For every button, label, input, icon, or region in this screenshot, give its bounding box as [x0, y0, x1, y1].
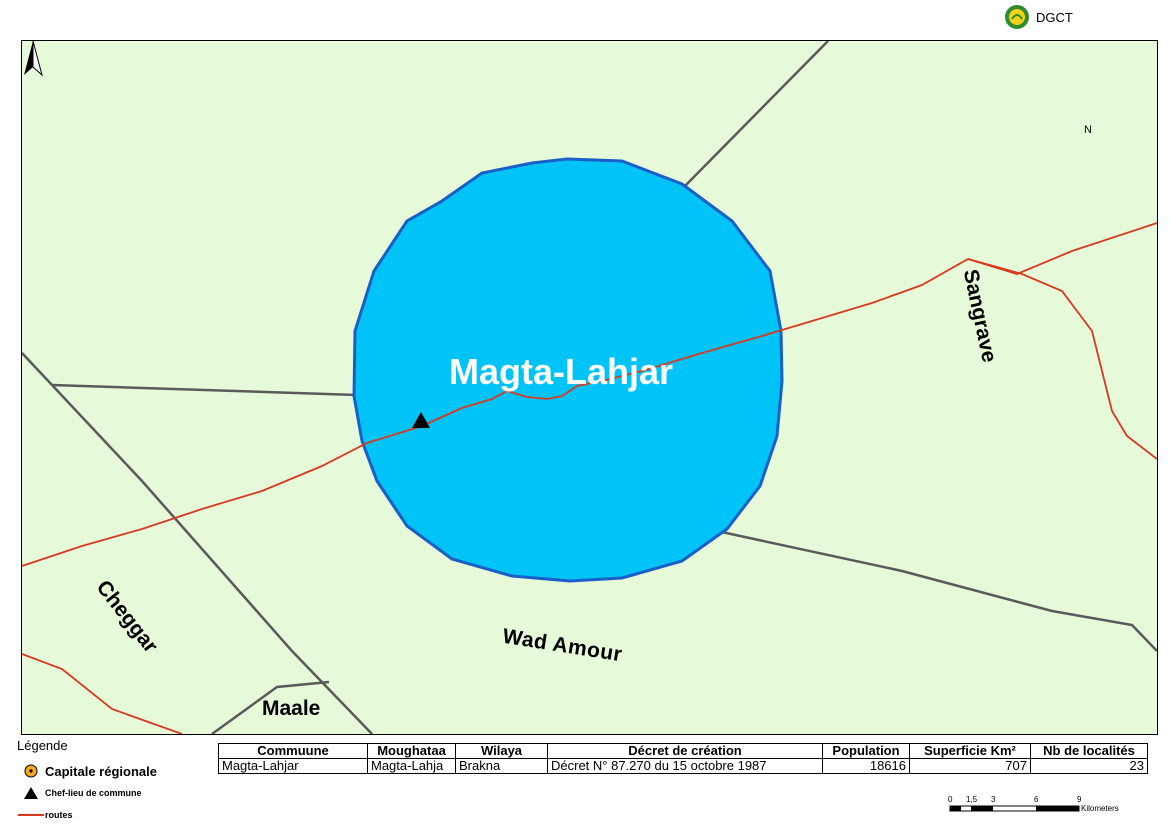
table-header: Décret de création — [547, 743, 823, 759]
table-cell: Magta-Lahja — [367, 758, 456, 774]
legend-label-capitale: Capitale régionale — [45, 763, 157, 779]
table-cell: Magta-Lahjar — [218, 758, 368, 774]
table-cell: 23 — [1030, 758, 1148, 774]
road-lines — [22, 222, 1157, 734]
commune-info-table: Commuune Moughataa Wilaya Décret de créa… — [218, 743, 1148, 774]
table-header: Moughataa — [367, 743, 456, 759]
dgct-logo: DGCT — [1004, 4, 1073, 30]
table-cell: 18616 — [822, 758, 910, 774]
legend-label-chef-lieu: Chef-lieu de commune — [45, 788, 142, 798]
scale-tick-label: 1,5 — [966, 795, 978, 804]
legend-item-capitale: Capitale régionale — [17, 760, 157, 782]
table-cell: Brakna — [455, 758, 548, 774]
capitale-regionale-icon — [24, 764, 38, 778]
place-label-maale: Maale — [262, 697, 321, 720]
north-arrow-icon — [24, 41, 43, 77]
legend-item-routes: routes — [17, 804, 157, 826]
legend-label-routes: routes — [45, 810, 73, 820]
legend-title: Légende — [17, 738, 68, 753]
scale-bar: 0 1,5 3 6 9 Kilometers — [948, 794, 1138, 820]
table-header-row: Commuune Moughataa Wilaya Décret de créa… — [218, 743, 1148, 759]
commune-magta-lahjar-area[interactable] — [352, 157, 784, 583]
scale-bar-graphic: 0 1,5 3 6 9 Kilometers — [948, 795, 1119, 813]
chef-lieu-triangle-icon[interactable] — [412, 412, 430, 428]
table-header: Commuune — [218, 743, 368, 759]
table-header: Population — [822, 743, 910, 759]
map-canvas — [22, 41, 1157, 734]
chef-lieu-triangle-icon — [24, 787, 38, 799]
route-line-icon — [18, 814, 44, 816]
legend-item-chef-lieu: Chef-lieu de commune — [17, 782, 157, 804]
scale-tick-label: 0 — [948, 795, 953, 804]
north-label: N — [1084, 124, 1092, 136]
table-header: Wilaya — [455, 743, 548, 759]
table-header: Superficie Km² — [909, 743, 1031, 759]
place-label-magta-lahjar: Magta-Lahjar — [449, 351, 674, 392]
table-header: Nb de localités — [1030, 743, 1148, 759]
table-cell: Décret N° 87.270 du 15 octobre 1987 — [547, 758, 823, 774]
scale-tick-label: 3 — [991, 795, 996, 804]
table-cell: 707 — [909, 758, 1031, 774]
scale-tick-label: 9 — [1077, 795, 1082, 804]
dgct-emblem-icon — [1005, 5, 1029, 29]
map-frame[interactable]: Magta-Lahjar Sangrave Cheggar Wad Amour … — [21, 40, 1158, 735]
scale-unit-label: Kilometers — [1081, 804, 1119, 813]
scale-tick-label: 6 — [1034, 795, 1039, 804]
legend: Légende Capitale régionale Chef-lieu de … — [17, 738, 157, 826]
table-row: Magta-Lahjar Magta-Lahja Brakna Décret N… — [218, 758, 1148, 774]
dgct-text: DGCT — [1036, 9, 1073, 25]
boundary-lines — [22, 41, 1157, 734]
